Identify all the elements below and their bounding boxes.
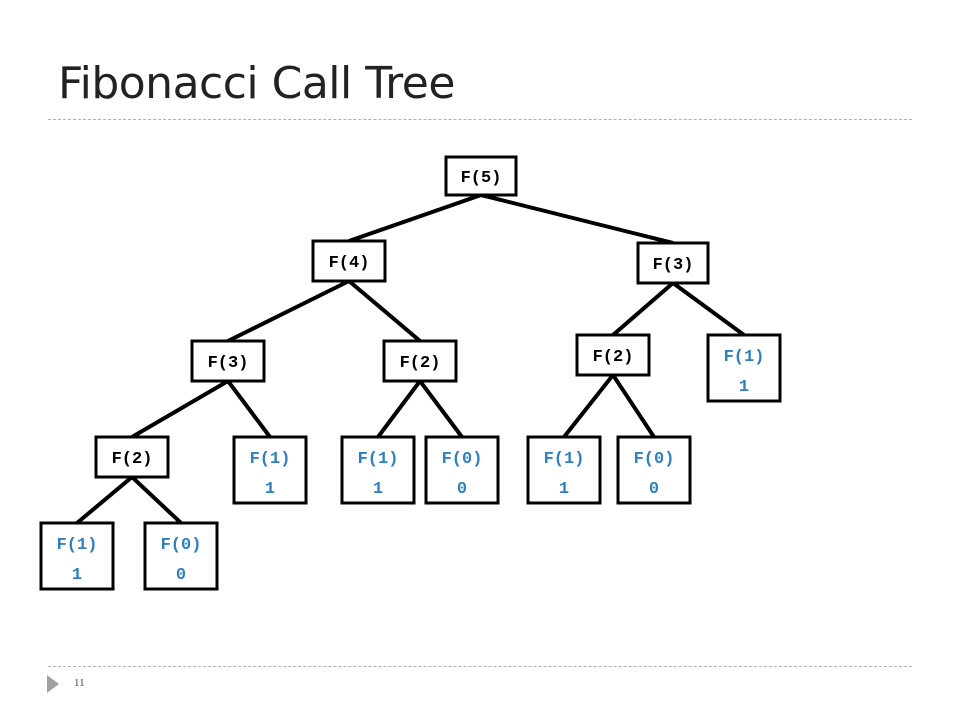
node-label: F(2) bbox=[593, 348, 634, 367]
node-value: 1 bbox=[265, 480, 275, 499]
node-label: F(0) bbox=[634, 450, 675, 469]
edge-f3l-f2l bbox=[130, 379, 230, 439]
node-box bbox=[424, 435, 500, 505]
edge-f2r-f1c bbox=[562, 373, 615, 439]
title-divider bbox=[48, 119, 912, 120]
tree-node-f0b: F(0) 0 bbox=[424, 435, 500, 505]
node-label: F(3) bbox=[653, 256, 694, 275]
node-label: F(1) bbox=[358, 450, 399, 469]
node-value: 1 bbox=[559, 480, 569, 499]
node-box bbox=[190, 339, 266, 383]
node-box bbox=[143, 521, 219, 591]
edge-f3r-f1r bbox=[671, 281, 746, 337]
node-box bbox=[382, 339, 458, 383]
tree-node-f2m: F(2) bbox=[382, 339, 458, 383]
node-label: F(3) bbox=[208, 354, 249, 373]
node-box bbox=[340, 435, 416, 505]
node-value: 0 bbox=[176, 566, 186, 585]
slide-title: Fibonacci Call Tree bbox=[58, 58, 455, 109]
edge-f5-f3r bbox=[480, 193, 674, 245]
tree-node-f3l: F(3) bbox=[190, 339, 266, 383]
node-value: 1 bbox=[373, 480, 383, 499]
footer-divider bbox=[48, 666, 912, 667]
tree-node-f1r: F(1) 1 bbox=[706, 333, 782, 403]
node-box bbox=[232, 435, 308, 505]
node-box bbox=[311, 239, 387, 283]
node-box bbox=[575, 333, 651, 377]
node-value: 0 bbox=[457, 480, 467, 499]
node-value: 0 bbox=[649, 480, 659, 499]
tree-node-f3r: F(3) bbox=[636, 241, 710, 285]
node-label: F(1) bbox=[250, 450, 291, 469]
node-box bbox=[39, 521, 115, 591]
edge-f2r-f0c bbox=[611, 373, 656, 439]
node-label: F(4) bbox=[329, 254, 370, 273]
edge-f2l-f0d bbox=[130, 475, 183, 525]
tree-node-f1a: F(1) 1 bbox=[232, 435, 308, 505]
tree-node-f2r: F(2) bbox=[575, 333, 651, 377]
node-box bbox=[706, 333, 782, 403]
node-box bbox=[636, 241, 710, 285]
node-label: F(1) bbox=[544, 450, 585, 469]
edge-f5-f4 bbox=[348, 193, 482, 243]
tree-node-f5: F(5) bbox=[444, 155, 518, 197]
edge-f4-f2m bbox=[347, 279, 422, 343]
edge-f4-f3l bbox=[227, 279, 350, 343]
node-value: 1 bbox=[72, 566, 82, 585]
node-label: F(5) bbox=[461, 169, 502, 188]
tree-node-f1b: F(1) 1 bbox=[340, 435, 416, 505]
node-box bbox=[526, 435, 602, 505]
node-label: F(0) bbox=[442, 450, 483, 469]
edge-f2m-f1b bbox=[376, 379, 422, 439]
node-label: F(2) bbox=[400, 354, 441, 373]
tree-node-f0d: F(0) 0 bbox=[143, 521, 219, 591]
page-number: 11 bbox=[74, 677, 85, 689]
tree-node-f1d: F(1) 1 bbox=[39, 521, 115, 591]
tree-node-f1c: F(1) 1 bbox=[526, 435, 602, 505]
node-label: F(2) bbox=[112, 450, 153, 469]
node-box bbox=[616, 435, 692, 505]
footer-arrow-icon bbox=[47, 675, 59, 693]
tree-node-f2l: F(2) bbox=[94, 435, 170, 479]
node-label: F(0) bbox=[161, 536, 202, 555]
node-value: 1 bbox=[739, 378, 749, 397]
node-label: F(1) bbox=[57, 536, 98, 555]
tree-nodes: F(5)F(4)F(3)F(3)F(2)F(2)F(1)1F(2)F(1)1F(… bbox=[39, 155, 782, 591]
tree-node-f4: F(4) bbox=[311, 239, 387, 283]
node-box bbox=[94, 435, 170, 479]
tree-edges bbox=[75, 193, 746, 525]
edge-f2l-f1d bbox=[75, 475, 134, 525]
edge-f3l-f1a bbox=[226, 379, 272, 439]
node-box bbox=[444, 155, 518, 197]
edge-f3r-f2r bbox=[611, 281, 675, 337]
node-label: F(1) bbox=[724, 348, 765, 367]
edge-f2m-f0b bbox=[418, 379, 464, 439]
tree-node-f0c: F(0) 0 bbox=[616, 435, 692, 505]
